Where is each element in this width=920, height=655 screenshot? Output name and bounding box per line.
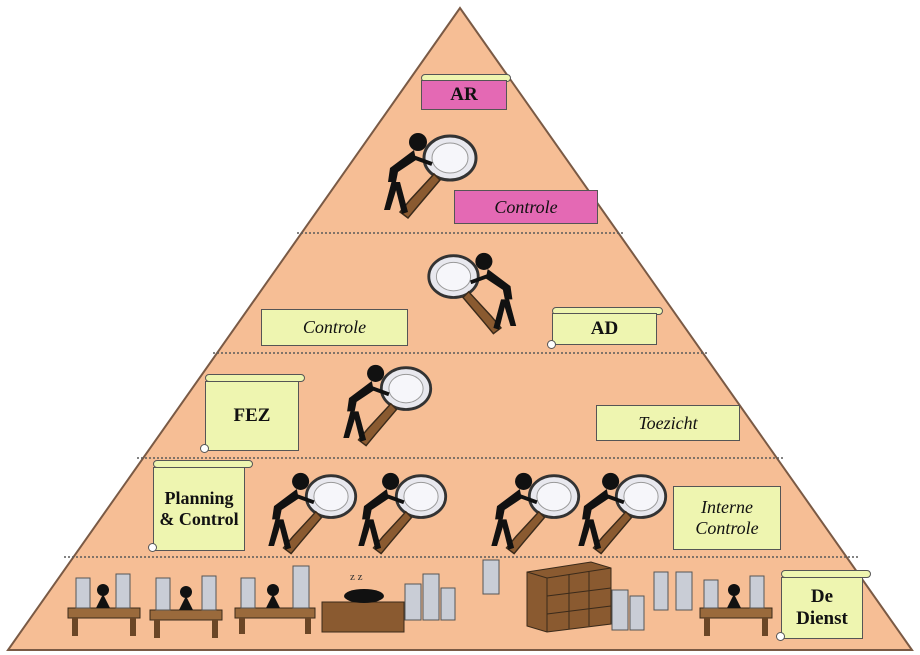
org-label-planning-control: Planning & Control [153, 467, 245, 551]
activity-label-controle-second: Controle [261, 309, 408, 346]
scroll-curl [547, 340, 556, 349]
filing-cabinet-icon [526, 561, 612, 633]
scroll-curl [776, 632, 785, 641]
activity-label-interne-controle: Interne Controle [673, 486, 781, 550]
office-worker-at-desk-icon [149, 575, 223, 638]
org-label-ar: AR [421, 80, 507, 110]
activity-label-toezicht: Toezicht [596, 405, 740, 441]
org-label-ad: AD [552, 313, 657, 345]
office-worker-at-desk-icon [234, 565, 316, 634]
org-label-de-dienst: De Dienst [781, 577, 863, 639]
scroll-curl [200, 444, 209, 453]
paper-stack-icon [611, 571, 693, 631]
scroll-curl [148, 543, 157, 552]
org-label-fez: FEZ [205, 381, 299, 451]
inspector-with-magnifier-icon [578, 472, 668, 555]
inspector-with-magnifier-icon [427, 252, 517, 335]
office-worker-at-desk-icon [699, 575, 773, 636]
activity-label-controle-top: Controle [454, 190, 598, 224]
inspector-with-magnifier-icon [491, 472, 581, 555]
inspector-with-magnifier-icon [358, 472, 448, 555]
office-worker-at-desk-icon [67, 573, 141, 636]
inspector-with-magnifier-icon [384, 133, 478, 220]
office-scene: z z [67, 559, 773, 638]
inspector-with-magnifier-icon [343, 364, 433, 447]
svg-text:z z: z z [350, 571, 363, 583]
sleeping-worker-icon: z z [321, 571, 405, 633]
inspector-with-magnifier-icon [268, 472, 358, 555]
paper-stack-icon [404, 559, 500, 621]
